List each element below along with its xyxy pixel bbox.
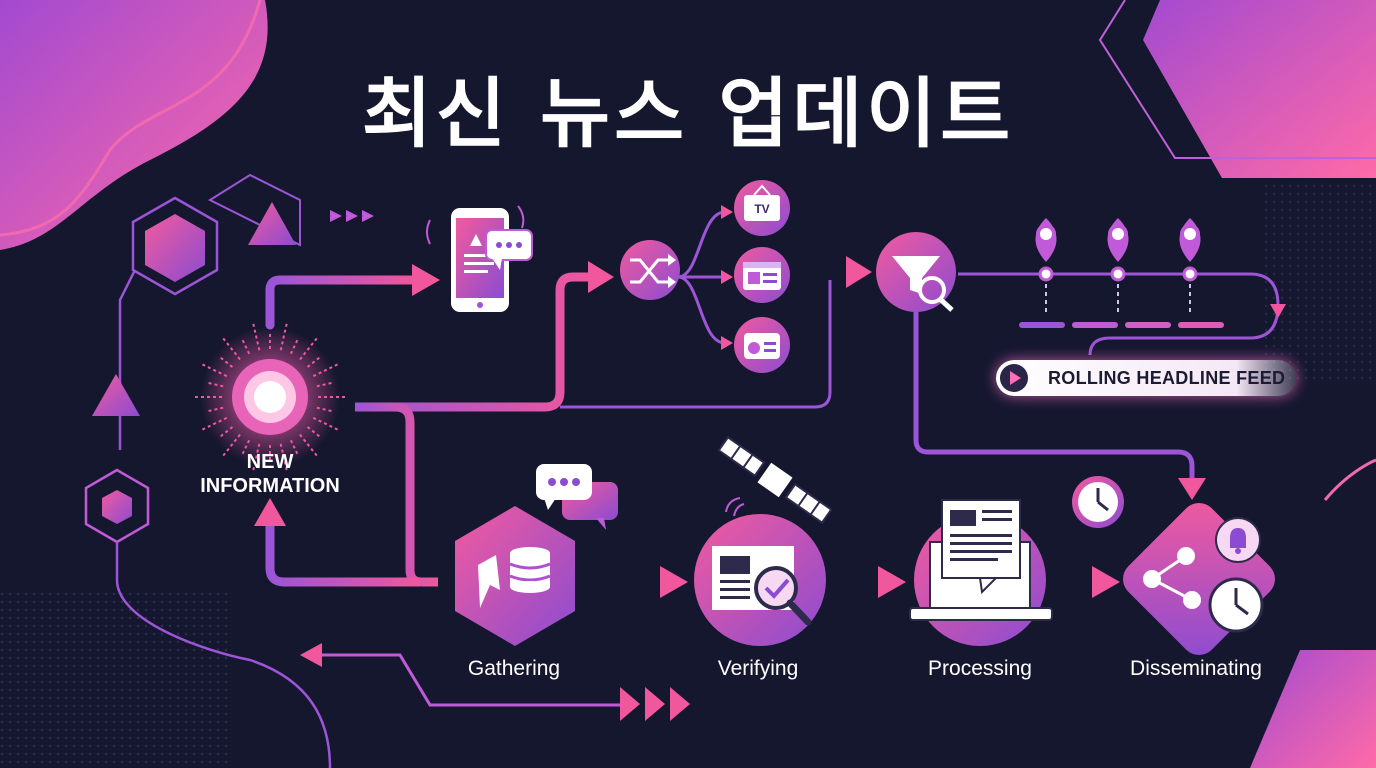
- burst-ray: [201, 416, 228, 431]
- filter-magnifier-icon: [876, 232, 956, 312]
- stage-verifying: [694, 514, 826, 646]
- hexagon-filled: [145, 214, 205, 282]
- location-pin-icon: [1035, 218, 1057, 316]
- chat-bubble-icon: [485, 229, 533, 270]
- burst-ray: [201, 363, 228, 378]
- rolling-headline-feed[interactable]: ROLLING HEADLINE FEED: [996, 360, 1296, 396]
- stage-processing: [909, 499, 1053, 646]
- radio-icon: [734, 317, 790, 373]
- stage-label-gathering: Gathering: [467, 657, 561, 680]
- burst-ray: [299, 336, 319, 361]
- burst-ray: [312, 363, 339, 378]
- glowing-burst-icon: [254, 381, 286, 413]
- page-title: 최신 뉴스 업데이트: [361, 69, 1015, 158]
- new-information-label: NEW INFORMATION: [160, 450, 380, 498]
- chat-bubble-icon: [536, 464, 618, 530]
- burst-ray: [289, 338, 299, 355]
- location-pin-icon: [1107, 218, 1129, 316]
- burst-ray: [219, 356, 234, 368]
- svg-text:TV: TV: [754, 202, 769, 216]
- dot-pattern: [0, 590, 230, 768]
- stage-label-disseminating: Disseminating: [1130, 657, 1262, 680]
- location-pin-icon: [1179, 218, 1201, 316]
- web-page-icon: [734, 247, 790, 303]
- burst-ray: [207, 406, 224, 413]
- share-bell-clock-icon: [1123, 503, 1275, 655]
- new-information-label-line2: INFORMATION: [200, 475, 340, 497]
- corner-shape-bottom-right: [1250, 650, 1376, 768]
- stage-label-verifying: Verifying: [717, 657, 799, 680]
- burst-ray: [316, 381, 333, 388]
- burst-ray: [306, 356, 321, 368]
- stage-gathering: [455, 506, 575, 646]
- burst-ray: [289, 439, 299, 456]
- corner-wave-line: [0, 0, 262, 237]
- corner-hexagon-top-right: [1143, 0, 1376, 178]
- feed-label: ROLLING HEADLINE FEED: [1048, 368, 1286, 388]
- stage-disseminating: [1123, 503, 1275, 655]
- shuffle-icon: [620, 240, 680, 300]
- corner-blob-top-left: [0, 0, 268, 250]
- hexagon-outline: [131, 196, 219, 296]
- burst-ray: [241, 338, 251, 355]
- timeline: [1019, 218, 1224, 328]
- new-information-node: [194, 322, 346, 472]
- clock-icon: [1072, 476, 1124, 528]
- arrow-head: [300, 643, 322, 667]
- stage-label-processing: Processing: [928, 657, 1032, 680]
- burst-ray: [312, 416, 339, 431]
- burst-ray: [252, 443, 261, 472]
- fast-forward-icon: [620, 687, 640, 721]
- satellite-icon: [717, 435, 833, 525]
- burst-ray: [306, 426, 321, 438]
- dot-pattern: [1260, 180, 1376, 380]
- triangle-icon: [92, 374, 140, 416]
- tv-icon: TV: [734, 180, 790, 236]
- burst-ray: [279, 322, 288, 351]
- arrow-head: [254, 498, 286, 526]
- burst-ray: [252, 322, 261, 351]
- burst-ray: [279, 443, 288, 472]
- burst-ray: [299, 433, 319, 458]
- burst-ray: [241, 439, 251, 456]
- hexagon-filled: [102, 490, 132, 524]
- burst-ray: [221, 336, 241, 361]
- burst-ray: [219, 426, 234, 438]
- burst-ray: [207, 381, 224, 388]
- triangle-icon: [248, 202, 296, 245]
- play-icon[interactable]: [1000, 364, 1028, 392]
- burst-ray: [316, 406, 333, 413]
- corner-outline: [1098, 0, 1376, 159]
- burst-ray: [221, 433, 241, 458]
- new-information-label-line1: NEW: [246, 451, 294, 473]
